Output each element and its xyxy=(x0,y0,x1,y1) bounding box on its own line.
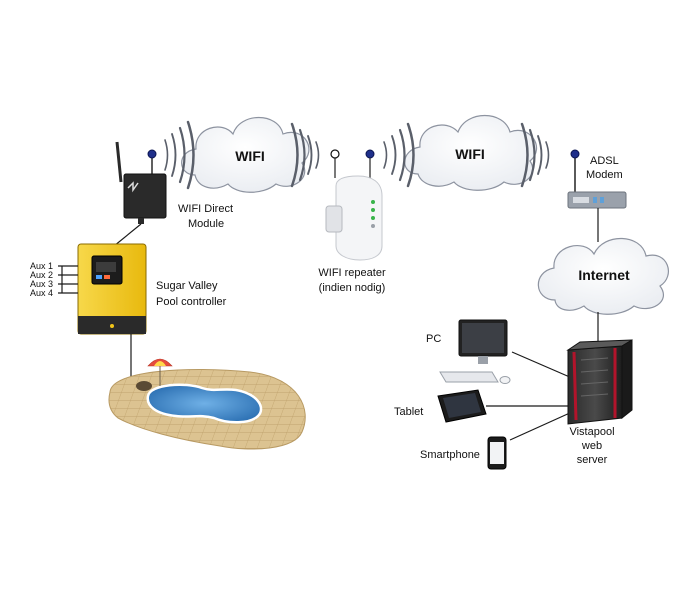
repeater-label-2: (indien nodig) xyxy=(319,282,386,294)
tablet-icon xyxy=(437,389,487,423)
modem-label-1: ADSL xyxy=(590,155,619,167)
aux-2-label: Aux 2 xyxy=(30,270,53,280)
module-antenna xyxy=(115,141,123,183)
adsl-modem xyxy=(567,149,627,209)
repeater-left-dot xyxy=(330,149,340,159)
controller-label-2: Pool controller xyxy=(156,296,227,308)
server-label-3: server xyxy=(577,454,608,466)
controller-label-1: Sugar Valley xyxy=(156,280,218,292)
wifi-waves xyxy=(164,120,550,190)
wifi-module-label-1: WIFI Direct xyxy=(178,203,233,215)
module-antenna-dot xyxy=(147,149,157,159)
module-logo-icon xyxy=(127,181,139,193)
wifi-direct-module xyxy=(115,141,167,224)
repeater-right-dot xyxy=(365,149,375,159)
parasol-icon xyxy=(147,358,173,386)
pc-server-cable xyxy=(511,351,573,379)
aux-4-label: Aux 4 xyxy=(30,288,53,298)
web-server-icon xyxy=(566,339,633,425)
module-controller-cable xyxy=(113,223,142,247)
pc-icon xyxy=(439,319,511,384)
repeater-label-1: WIFI repeater xyxy=(318,267,386,279)
phone-server-cable xyxy=(509,411,573,441)
aux-3-label: Aux 3 xyxy=(30,279,53,289)
internet-label: Internet xyxy=(578,267,630,283)
server-label-2: web xyxy=(581,440,602,452)
smartphone-icon xyxy=(487,436,507,470)
internet-cloud: Internet xyxy=(537,237,669,315)
modem-label-2: Modem xyxy=(586,169,623,181)
left-wifi-label: WIFI xyxy=(235,148,265,164)
left-wifi-cloud: WIFI xyxy=(181,116,310,193)
pc-label: PC xyxy=(426,333,441,345)
wifi-module-label-2: Module xyxy=(188,218,224,230)
right-wifi-label: WIFI xyxy=(455,146,485,162)
pool-controller xyxy=(77,243,147,335)
aux-1-label: Aux 1 xyxy=(30,261,53,271)
smartphone-label: Smartphone xyxy=(420,449,480,461)
aux-outputs: Aux 1 Aux 2 Aux 3 Aux 4 xyxy=(30,261,78,298)
modem-antenna-dot xyxy=(570,149,580,159)
server-label-1: Vistapool xyxy=(569,426,614,438)
right-wifi-cloud: WIFI xyxy=(404,114,537,191)
swimming-pool xyxy=(108,358,306,450)
wifi-repeater xyxy=(325,149,383,261)
tablet-label: Tablet xyxy=(394,406,423,418)
pool-pump xyxy=(136,381,152,391)
